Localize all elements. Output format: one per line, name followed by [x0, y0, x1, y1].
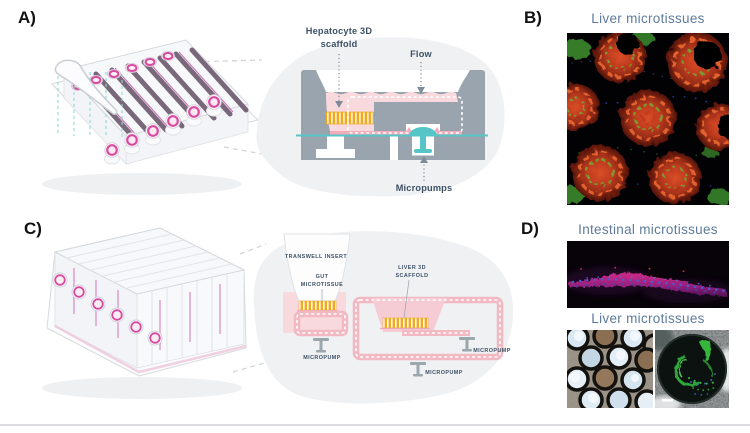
gut-label-line1: GUT [316, 274, 329, 280]
plate-wells [52, 272, 163, 346]
micropump-label-right: MICROPUMP [473, 348, 511, 354]
liver-scaffold-brightfield [567, 330, 653, 408]
callout-line-bottom [223, 146, 269, 156]
panel-b-title: Liver microtissues [591, 11, 705, 26]
green-matrix-patches [567, 33, 729, 205]
panel-c-letter: C) [24, 219, 42, 238]
micropumps-label: Micropumps [396, 183, 453, 193]
micropump-label-bottom: MICROPUMP [425, 370, 463, 376]
valve-bumps [404, 127, 442, 135]
panel-b-letter: B) [524, 8, 542, 27]
panel-c-graphic: TRANSWELL INSERT GUT MICROTISSUE LIVER 3… [42, 227, 514, 404]
flow-path [347, 96, 463, 134]
membrane-line [296, 134, 488, 137]
annotation-arrows [335, 54, 428, 181]
liver-label-line1: LIVER 3D [398, 265, 426, 271]
panel-d-title-bottom: Liver microtissues [591, 311, 705, 326]
liver-microtissue-micrograph [567, 33, 729, 205]
micropump-symbol-left [313, 338, 329, 353]
gut-microtissue [298, 300, 337, 311]
callout-line-bottom [232, 361, 269, 373]
micropump-symbol [409, 127, 437, 153]
chip-plate-render [42, 227, 247, 399]
callout-line-top [239, 243, 267, 255]
pore-highlights [570, 331, 640, 403]
bottom-divider [0, 424, 750, 426]
scaffold-pores [567, 330, 653, 408]
green-tissue [674, 340, 713, 387]
nuclei-dots [571, 266, 727, 295]
liver-label-line2: SCAFFOLD [396, 273, 429, 279]
chip-plate-render [42, 39, 259, 195]
background-speckles [571, 60, 726, 189]
micropump-symbol-right [459, 337, 475, 352]
hepatocyte-scaffold [325, 111, 375, 125]
plate-wells-front [104, 94, 222, 165]
intestinal-microtissue-micrograph [567, 241, 729, 308]
scale-bar [662, 399, 673, 402]
gut-label-line2: MICROTISSUE [301, 282, 343, 288]
panel-a-graphic: Hepatocyte 3D scaffold Flow Micropumps [42, 26, 505, 197]
liver-well-fluorescence [655, 330, 729, 408]
scaffold-label-line1: Hepatocyte 3D [306, 26, 373, 36]
gut-liver-cross-section: TRANSWELL INSERT GUT MICROTISSUE LIVER 3… [283, 233, 511, 377]
panel-d-title-top: Intestinal microtissues [578, 222, 718, 237]
microtissues [567, 33, 729, 204]
panel-d-letter: D) [521, 219, 539, 238]
plate-fins [66, 233, 233, 365]
transwell-label: TRANSWELL INSERT [285, 254, 347, 260]
pipette-tip [54, 59, 118, 115]
chip-cross-section: Hepatocyte 3D scaffold Flow Micropumps [296, 26, 488, 193]
liver-leader-line [403, 279, 410, 319]
liver-3d-scaffold [382, 317, 429, 329]
micropump-label-left: MICROPUMP [303, 355, 341, 361]
micropump-symbol-bottom [410, 362, 426, 377]
flow-label: Flow [410, 49, 432, 59]
scaffold-label-line2: scaffold [321, 39, 358, 49]
panel-a-letter: A) [18, 8, 36, 27]
